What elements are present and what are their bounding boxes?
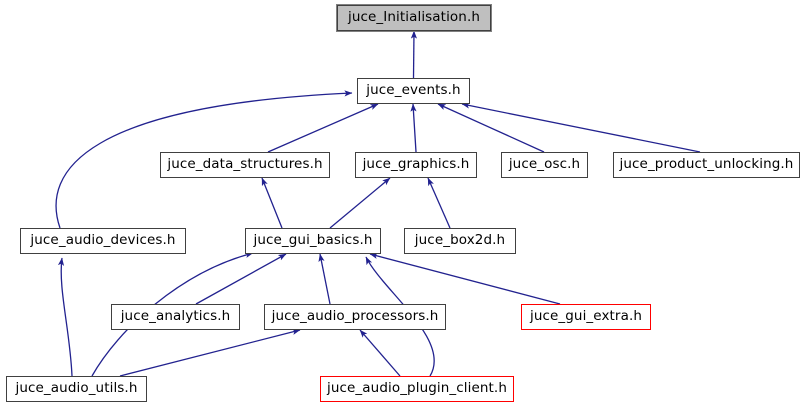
node-datastruct[interactable]: juce_data_structures.h <box>160 152 330 178</box>
node-label: juce_audio_plugin_client.h <box>327 380 507 397</box>
node-label: juce_graphics.h <box>362 156 470 173</box>
node-audioutils[interactable]: juce_audio_utils.h <box>6 376 147 402</box>
node-init[interactable]: juce_Initialisation.h <box>337 5 491 31</box>
node-label: juce_product_unlocking.h <box>619 156 794 173</box>
node-label: juce_Initialisation.h <box>347 9 480 26</box>
edge-guibasics-to-graphics <box>329 177 391 229</box>
edge-audioutils-to-audiodev <box>57 257 73 377</box>
edge-graphics-to-events <box>410 103 417 153</box>
node-label: juce_audio_processors.h <box>271 308 439 325</box>
edge-audiodev-to-events <box>55 90 353 229</box>
edge-audioproc-to-guibasics <box>318 253 331 305</box>
edge-guiextra-to-guibasics <box>369 252 561 305</box>
node-graphics[interactable]: juce_graphics.h <box>355 152 477 178</box>
edge-analytics-to-guibasics <box>195 253 287 305</box>
node-label: juce_events.h <box>366 82 461 99</box>
edge-box2d-to-graphics <box>427 177 451 229</box>
node-audioproc[interactable]: juce_audio_processors.h <box>264 304 446 330</box>
node-osc[interactable]: juce_osc.h <box>501 152 588 178</box>
node-unlocking[interactable]: juce_product_unlocking.h <box>613 152 800 178</box>
node-guibasics[interactable]: juce_gui_basics.h <box>245 228 381 254</box>
edge-unlocking-to-events <box>461 102 701 153</box>
node-plugincli[interactable]: juce_audio_plugin_client.h <box>320 376 514 402</box>
edge-osc-to-events <box>437 103 545 153</box>
node-analytics[interactable]: juce_analytics.h <box>111 304 240 330</box>
edge-audioutils-to-audioproc <box>119 328 301 377</box>
edge-guibasics-to-datastruct <box>261 177 283 229</box>
node-label: juce_gui_basics.h <box>253 232 373 249</box>
node-audiodev[interactable]: juce_audio_devices.h <box>20 228 186 254</box>
node-box2d[interactable]: juce_box2d.h <box>404 228 516 254</box>
edge-plugincli-to-audioproc <box>359 329 401 377</box>
edge-events-to-init <box>410 30 418 79</box>
node-label: juce_gui_extra.h <box>529 308 643 325</box>
node-guiextra[interactable]: juce_gui_extra.h <box>521 304 651 330</box>
edge-datastruct-to-events <box>267 103 379 153</box>
node-label: juce_analytics.h <box>120 308 231 325</box>
node-label: juce_box2d.h <box>414 232 506 249</box>
node-label: juce_audio_utils.h <box>15 380 138 397</box>
node-label: juce_osc.h <box>508 156 581 173</box>
node-label: juce_data_structures.h <box>167 156 323 173</box>
node-label: juce_audio_devices.h <box>30 232 176 249</box>
node-events[interactable]: juce_events.h <box>357 78 470 104</box>
